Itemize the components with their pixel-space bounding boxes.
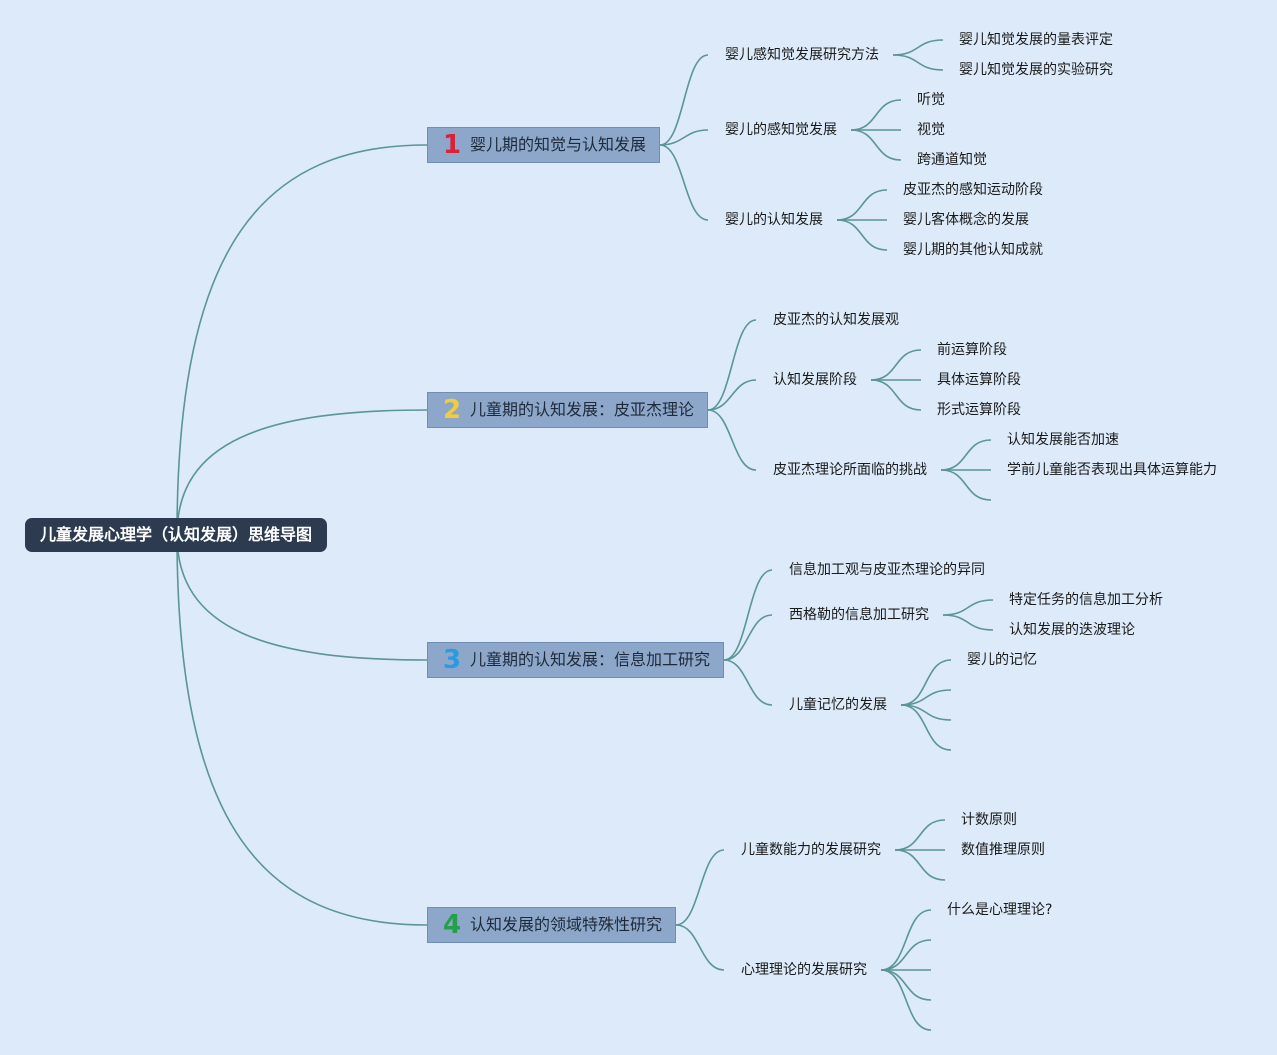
branch-link	[659, 144, 709, 221]
branch-link	[723, 614, 773, 661]
leaf-topic[interactable]: 认知发展能否加速	[1007, 432, 1119, 448]
leaf-topic[interactable]: 什么是心理理论?	[947, 902, 1053, 918]
leaf-topic[interactable]: 计数原则	[961, 812, 1017, 828]
leaf-link	[900, 689, 952, 706]
leaf-topic[interactable]: 跨通道知觉	[917, 152, 987, 168]
branch-link	[707, 409, 757, 471]
leaf-link	[880, 939, 932, 971]
root-link-2	[176, 409, 428, 536]
branch-link	[659, 129, 709, 146]
subtopic[interactable]: 信息加工观与皮亚杰理论的异同	[789, 562, 985, 578]
branch-link	[659, 54, 709, 146]
leaf-topic[interactable]: 皮亚杰的感知运动阶段	[903, 182, 1043, 198]
branch-number: 4	[443, 910, 462, 940]
leaf-link	[880, 969, 932, 1031]
leaf-topic[interactable]: 婴儿知觉发展的量表评定	[959, 32, 1113, 48]
subtopic[interactable]: 儿童记忆的发展	[789, 697, 887, 713]
leaf-topic[interactable]: 婴儿客体概念的发展	[903, 212, 1029, 228]
branch-node-3[interactable]: 3 儿童期的认知发展：信息加工研究	[427, 642, 724, 678]
leaf-link	[850, 129, 902, 161]
leaf-topic[interactable]: 认知发展的迭波理论	[1009, 622, 1135, 638]
leaf-topic[interactable]: 前运算阶段	[937, 342, 1007, 358]
leaf-topic[interactable]: 视觉	[917, 122, 945, 138]
branch-link	[723, 659, 773, 706]
leaf-link	[940, 439, 992, 471]
branch-link	[723, 569, 773, 661]
leaf-link	[892, 39, 944, 56]
leaf-link	[836, 219, 888, 251]
leaf-topic[interactable]: 婴儿期的其他认知成就	[903, 242, 1043, 258]
leaf-link	[880, 909, 932, 971]
leaf-link	[892, 54, 944, 71]
subtopic[interactable]: 心理理论的发展研究	[741, 962, 867, 978]
leaf-link	[880, 969, 932, 1001]
leaf-topic[interactable]: 听觉	[917, 92, 945, 108]
branch-label: 婴儿期的知觉与认知发展	[470, 135, 647, 154]
subtopic[interactable]: 婴儿的感知觉发展	[725, 122, 837, 138]
leaf-topic[interactable]: 数值推理原则	[961, 842, 1045, 858]
branch-node-1[interactable]: 1 婴儿期的知觉与认知发展	[427, 127, 660, 163]
leaf-link	[870, 379, 922, 411]
leaf-link	[940, 469, 992, 501]
branch-link	[707, 319, 757, 411]
branch-link	[707, 379, 757, 411]
branch-label: 认知发展的领域特殊性研究	[470, 915, 663, 934]
leaf-link	[942, 614, 994, 631]
leaf-link	[836, 189, 888, 221]
root-link-1	[176, 144, 428, 536]
root-title: 儿童发展心理学（认知发展）思维导图	[39, 525, 312, 544]
root-link-3	[176, 534, 428, 661]
leaf-topic[interactable]: 特定任务的信息加工分析	[1009, 592, 1163, 608]
leaf-topic[interactable]: 婴儿知觉发展的实验研究	[959, 62, 1113, 78]
subtopic[interactable]: 认知发展阶段	[773, 372, 857, 388]
leaf-link	[900, 704, 952, 751]
leaf-topic[interactable]: 学前儿童能否表现出具体运算能力	[1007, 462, 1217, 478]
branch-label: 儿童期的认知发展：信息加工研究	[470, 650, 711, 669]
root-node[interactable]: 儿童发展心理学（认知发展）思维导图	[25, 518, 327, 552]
branch-node-2[interactable]: 2 儿童期的认知发展：皮亚杰理论	[427, 392, 708, 428]
leaf-link	[894, 849, 946, 881]
branch-node-4[interactable]: 4 认知发展的领域特殊性研究	[427, 907, 676, 943]
leaf-link	[900, 659, 952, 706]
leaf-link	[942, 599, 994, 616]
branch-number: 3	[443, 645, 462, 675]
branch-link	[675, 924, 725, 971]
leaf-link	[850, 99, 902, 131]
branch-link	[675, 849, 725, 926]
subtopic[interactable]: 皮亚杰的认知发展观	[773, 312, 899, 328]
branch-number: 1	[443, 130, 462, 160]
leaf-link	[870, 349, 922, 381]
branch-label: 儿童期的认知发展：皮亚杰理论	[470, 400, 695, 419]
leaf-link	[900, 704, 952, 721]
subtopic[interactable]: 西格勒的信息加工研究	[789, 607, 929, 623]
subtopic[interactable]: 婴儿的认知发展	[725, 212, 823, 228]
subtopic[interactable]: 皮亚杰理论所面临的挑战	[773, 462, 927, 478]
leaf-topic[interactable]: 婴儿的记忆	[967, 652, 1037, 668]
leaf-link	[894, 819, 946, 851]
branch-number: 2	[443, 395, 462, 425]
root-link-4	[176, 534, 428, 926]
leaf-topic[interactable]: 形式运算阶段	[937, 402, 1021, 418]
leaf-topic[interactable]: 具体运算阶段	[937, 372, 1021, 388]
subtopic[interactable]: 婴儿感知觉发展研究方法	[725, 47, 879, 63]
subtopic[interactable]: 儿童数能力的发展研究	[741, 842, 881, 858]
